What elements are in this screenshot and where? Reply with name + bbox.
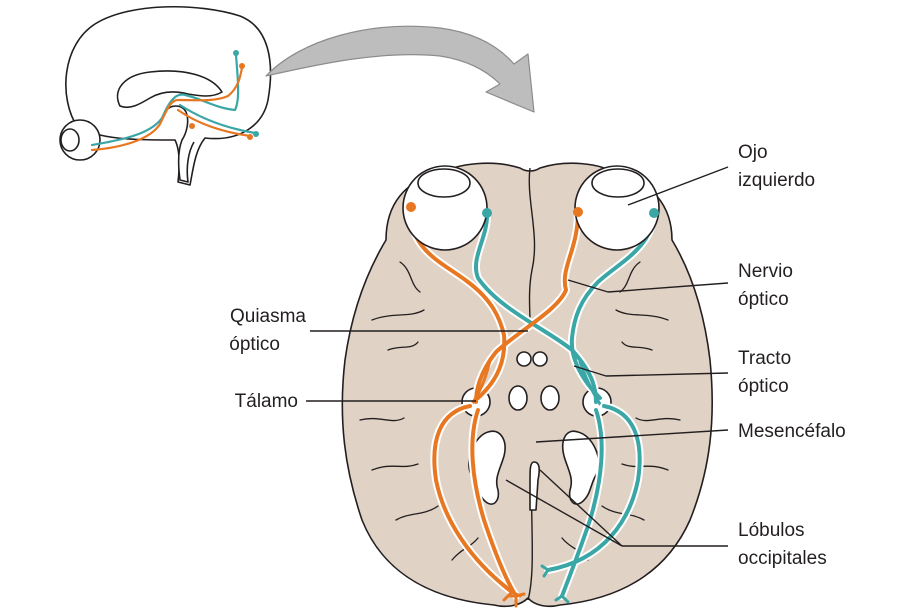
eye-right-side-image (402, 165, 492, 251)
leader-occipital-a (505, 479, 623, 547)
sagittal-brain-outline (65, 5, 272, 186)
leader-optic-nerve-a (567, 279, 609, 293)
label-occipital-line1: Lóbulos (738, 520, 805, 541)
inferior-brain (341, 162, 714, 608)
eye-lens-left-image (417, 168, 471, 198)
label-midbrain: Mesencéfalo (738, 421, 846, 442)
longitudinal-fissure (528, 167, 536, 323)
leader-optic-tract-b (605, 372, 729, 377)
fiber-teal-left-crossing (474, 211, 598, 404)
mammillary-body-right (532, 351, 548, 367)
sagittal-fiber-end (233, 50, 239, 56)
retina-point (482, 208, 492, 218)
sagittal-fiber-end (253, 131, 259, 137)
fiber-orange-left-uncrossed (408, 205, 507, 400)
fiber-orange-right-crossing (474, 210, 580, 404)
sagittal-fiber-orange-2 (176, 108, 252, 138)
label-optic-chiasm-line1: Quiasma (230, 306, 306, 327)
optic-radiation-teal-outer (546, 404, 642, 572)
fiber-teal-right-uncrossed (569, 211, 656, 400)
retina-point (649, 208, 659, 218)
leader-left-eye (627, 166, 729, 206)
retina-point (573, 207, 583, 217)
optic-radiation-orange-inner (470, 408, 518, 598)
sagittal-corpus-callosum (116, 70, 223, 109)
sagittal-fiber-teal-2 (178, 103, 257, 135)
brain-outline (341, 162, 714, 608)
leader-occipital-b (539, 469, 623, 547)
eye-left-side-image (573, 165, 660, 251)
sagittal-brain-inset (59, 5, 272, 186)
label-optic-tract-line2: óptico (738, 376, 789, 397)
sagittal-fiber-teal (90, 53, 240, 147)
visual-fibers (406, 203, 658, 608)
leader-optic-tract-a (573, 365, 607, 377)
label-occipital-line2: occipitales (738, 548, 827, 569)
optic-radiation-orange-outer (432, 404, 514, 594)
peduncle-left (508, 385, 528, 411)
label-thalamus: Tálamo (235, 391, 298, 412)
sagittal-fiber-orange (90, 66, 244, 152)
mammillary-body-left (516, 351, 532, 367)
sagittal-fiber-end (247, 134, 253, 140)
leader-optic-nerve-b (607, 282, 729, 293)
leader-lines (306, 166, 729, 547)
label-optic-tract-line1: Tracto (738, 348, 791, 369)
sagittal-midbrain-stem (164, 105, 195, 183)
sagittal-eye-lens (60, 128, 80, 152)
sagittal-fiber-end (239, 63, 245, 69)
peduncle-right (540, 385, 560, 411)
eye-lens-right-image (591, 168, 645, 198)
label-optic-nerve-line1: Nervio (738, 261, 793, 282)
occipital-notch (529, 461, 540, 511)
view-transition-arrow (265, 25, 535, 113)
label-optic-nerve-line2: óptico (738, 289, 789, 310)
retina-point (406, 202, 416, 212)
label-optic-chiasm-line2: óptico (229, 334, 280, 355)
label-left-eye-line2: izquierdo (738, 170, 815, 191)
label-left-eye-line1: Ojo (738, 142, 768, 163)
leader-midbrain (535, 429, 729, 443)
sagittal-fiber-end (189, 123, 195, 129)
